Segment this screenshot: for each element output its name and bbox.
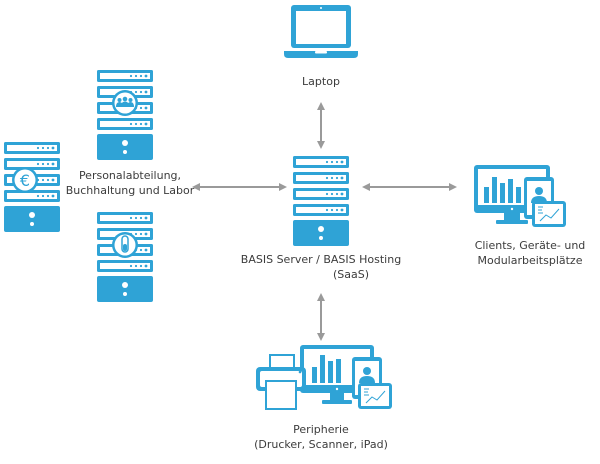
laptop-label: Laptop	[302, 75, 340, 88]
peripherals-label: Peripherie (Drucker, Scanner, iPad)	[236, 422, 406, 452]
departments-label-line2: Buchhaltung und Labor	[65, 184, 195, 197]
central-server-label-line2: (SaaS)	[332, 268, 370, 281]
clients-label-line1: Clients, Geräte- und	[474, 239, 586, 252]
peripherals-label-line1: Peripherie	[293, 423, 349, 436]
peripherals-label-line2: (Drucker, Scanner, iPad)	[254, 438, 388, 451]
clients-label: Clients, Geräte- und Modularbeitsplätze	[460, 238, 600, 268]
central-server-label-line1: BASIS Server / BASIS Hosting	[240, 253, 402, 266]
euro-icon: €	[20, 171, 30, 190]
devices-icon	[474, 165, 566, 227]
departments-label: Personalabteilung, Buchhaltung und Labor	[64, 168, 196, 198]
department-server-accounting: €	[4, 142, 60, 232]
department-server-lab	[97, 212, 153, 302]
department-server-personnel	[97, 70, 153, 160]
central-server-icon	[293, 156, 349, 246]
laptop-icon	[284, 5, 358, 58]
departments-label-line1: Personalabteilung,	[78, 169, 182, 182]
people-icon	[116, 96, 134, 107]
clients-label-line2: Modularbeitsplätze	[477, 254, 583, 267]
test-tube-icon	[121, 235, 129, 253]
central-server-label: BASIS Server / BASIS Hosting (SaaS)	[236, 252, 406, 282]
printer-devices-icon	[256, 345, 392, 410]
